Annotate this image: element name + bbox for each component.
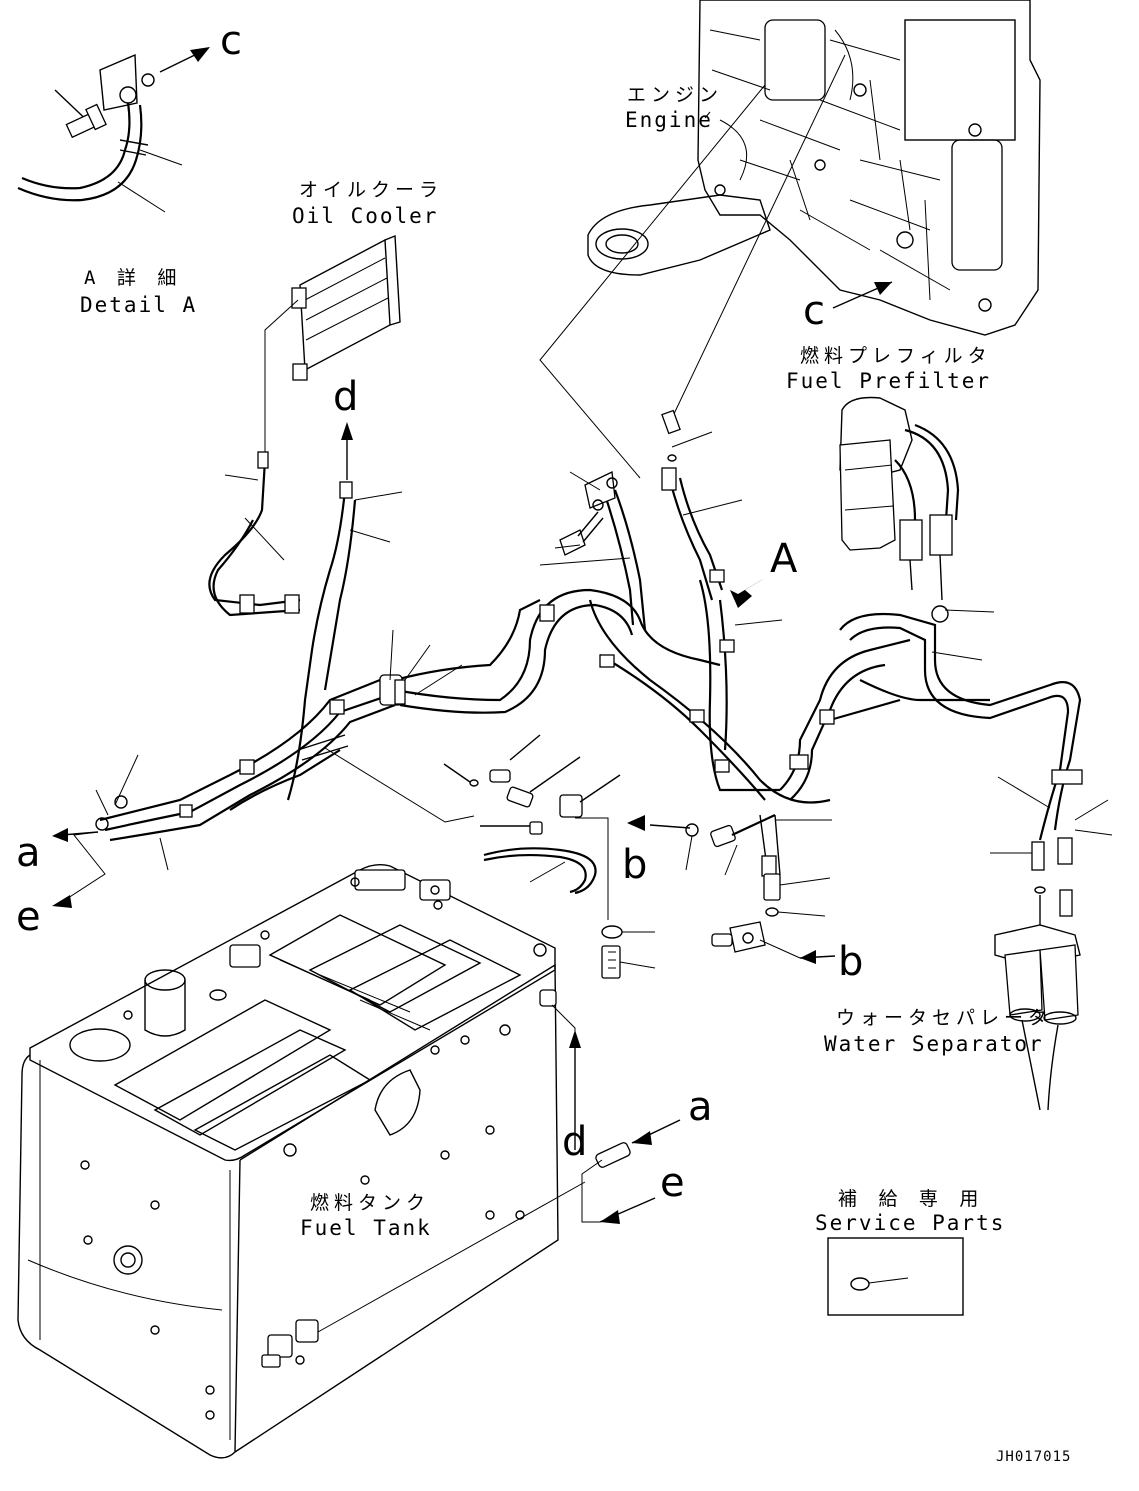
fuel-prefilter-illustration bbox=[839, 396, 960, 623]
water-separator-illustration bbox=[994, 837, 1081, 1111]
detail-a-label-jp: A 詳 細 bbox=[84, 267, 181, 289]
fuel-tank-label-jp: 燃料タンク bbox=[310, 1192, 430, 1214]
service-part-gasket bbox=[850, 1277, 870, 1291]
water-separator-label: Water Separator bbox=[824, 1032, 1044, 1056]
engine-label: Engine bbox=[625, 108, 713, 132]
hose-routing bbox=[95, 409, 1083, 842]
service-parts-label-jp: 補 給 専 用 bbox=[838, 1188, 983, 1210]
callout-d-top: d bbox=[333, 374, 358, 420]
oil-cooler-illustration bbox=[291, 234, 401, 381]
callout-a-left: a bbox=[16, 830, 41, 876]
callout-b-valve: b bbox=[838, 939, 863, 985]
callout-d-tank: d bbox=[562, 1119, 587, 1165]
callout-c-engine: c bbox=[803, 288, 825, 334]
callout-b-mid: b bbox=[622, 842, 647, 888]
callout-A: A bbox=[770, 536, 798, 582]
engine-illustration bbox=[587, 0, 1041, 336]
callout-e-left: e bbox=[16, 894, 41, 940]
callout-e-tank: e bbox=[660, 1160, 685, 1206]
document-id: JH017015 bbox=[996, 1449, 1071, 1465]
fuel-prefilter-label-jp: 燃料プレフィルタ bbox=[800, 345, 992, 367]
callout-a-tank: a bbox=[688, 1084, 713, 1130]
oil-cooler-label: Oil Cooler bbox=[292, 204, 438, 228]
fuel-prefilter-label: Fuel Prefilter bbox=[786, 369, 991, 393]
oil-cooler-label-jp: オイルクーラ bbox=[299, 179, 443, 201]
water-separator-label-jp: ウォータセパレータ bbox=[836, 1007, 1052, 1029]
service-parts-box bbox=[827, 1237, 964, 1316]
fuel-tank-label: Fuel Tank bbox=[300, 1216, 432, 1240]
detail-a-illustration bbox=[17, 53, 183, 213]
part-leader-lines bbox=[95, 431, 1113, 871]
service-parts-label: Service Parts bbox=[815, 1211, 1005, 1235]
loose-parts: b b bbox=[443, 734, 863, 985]
callout-c-top: c bbox=[220, 18, 242, 64]
detail-a-label: Detail A bbox=[80, 293, 197, 317]
engine-label-jp: エンジン bbox=[627, 84, 723, 106]
fuel-tank-illustration bbox=[17, 863, 586, 1459]
